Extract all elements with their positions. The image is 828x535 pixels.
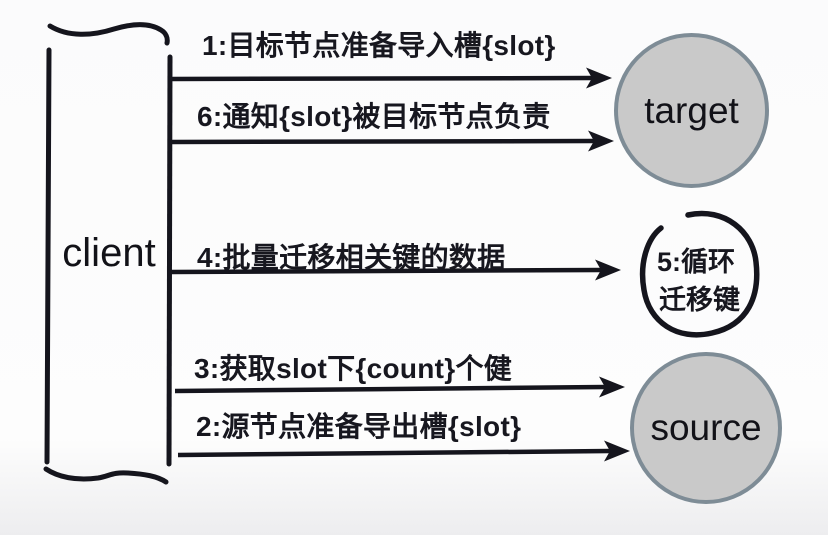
message-1-label: 1:目标节点准备导入槽{slot} bbox=[202, 30, 556, 61]
message-2-label: 2:源节点准备导出槽{slot} bbox=[196, 411, 522, 442]
message-6-label: 6:通知{slot}被目标节点负责 bbox=[197, 101, 551, 132]
target-node-label: target bbox=[644, 89, 739, 131]
source-node: source bbox=[630, 352, 782, 504]
client-left-line bbox=[44, 47, 52, 465]
message-3-label: 3:获取slot下{count}个健 bbox=[194, 353, 513, 384]
loop-label-line1: 5:循环 bbox=[657, 247, 736, 277]
arrow-message-3 bbox=[174, 376, 625, 398]
arrow-message-6 bbox=[170, 130, 614, 152]
target-node: target bbox=[614, 33, 769, 188]
message-4-label: 4:批量迁移相关键的数据 bbox=[197, 242, 506, 273]
arrow-message-2 bbox=[177, 440, 630, 462]
client-label: client bbox=[62, 231, 156, 275]
arrow-message-1 bbox=[170, 67, 612, 89]
loop-label-line2: 迁移键 bbox=[659, 285, 740, 315]
arrow-message-4 bbox=[170, 259, 621, 281]
client-top-squiggle bbox=[47, 22, 170, 46]
source-node-label: source bbox=[650, 407, 762, 448]
client-bottom-squiggle bbox=[43, 466, 169, 485]
loop-circle bbox=[639, 210, 760, 338]
client-right-line bbox=[166, 54, 173, 467]
